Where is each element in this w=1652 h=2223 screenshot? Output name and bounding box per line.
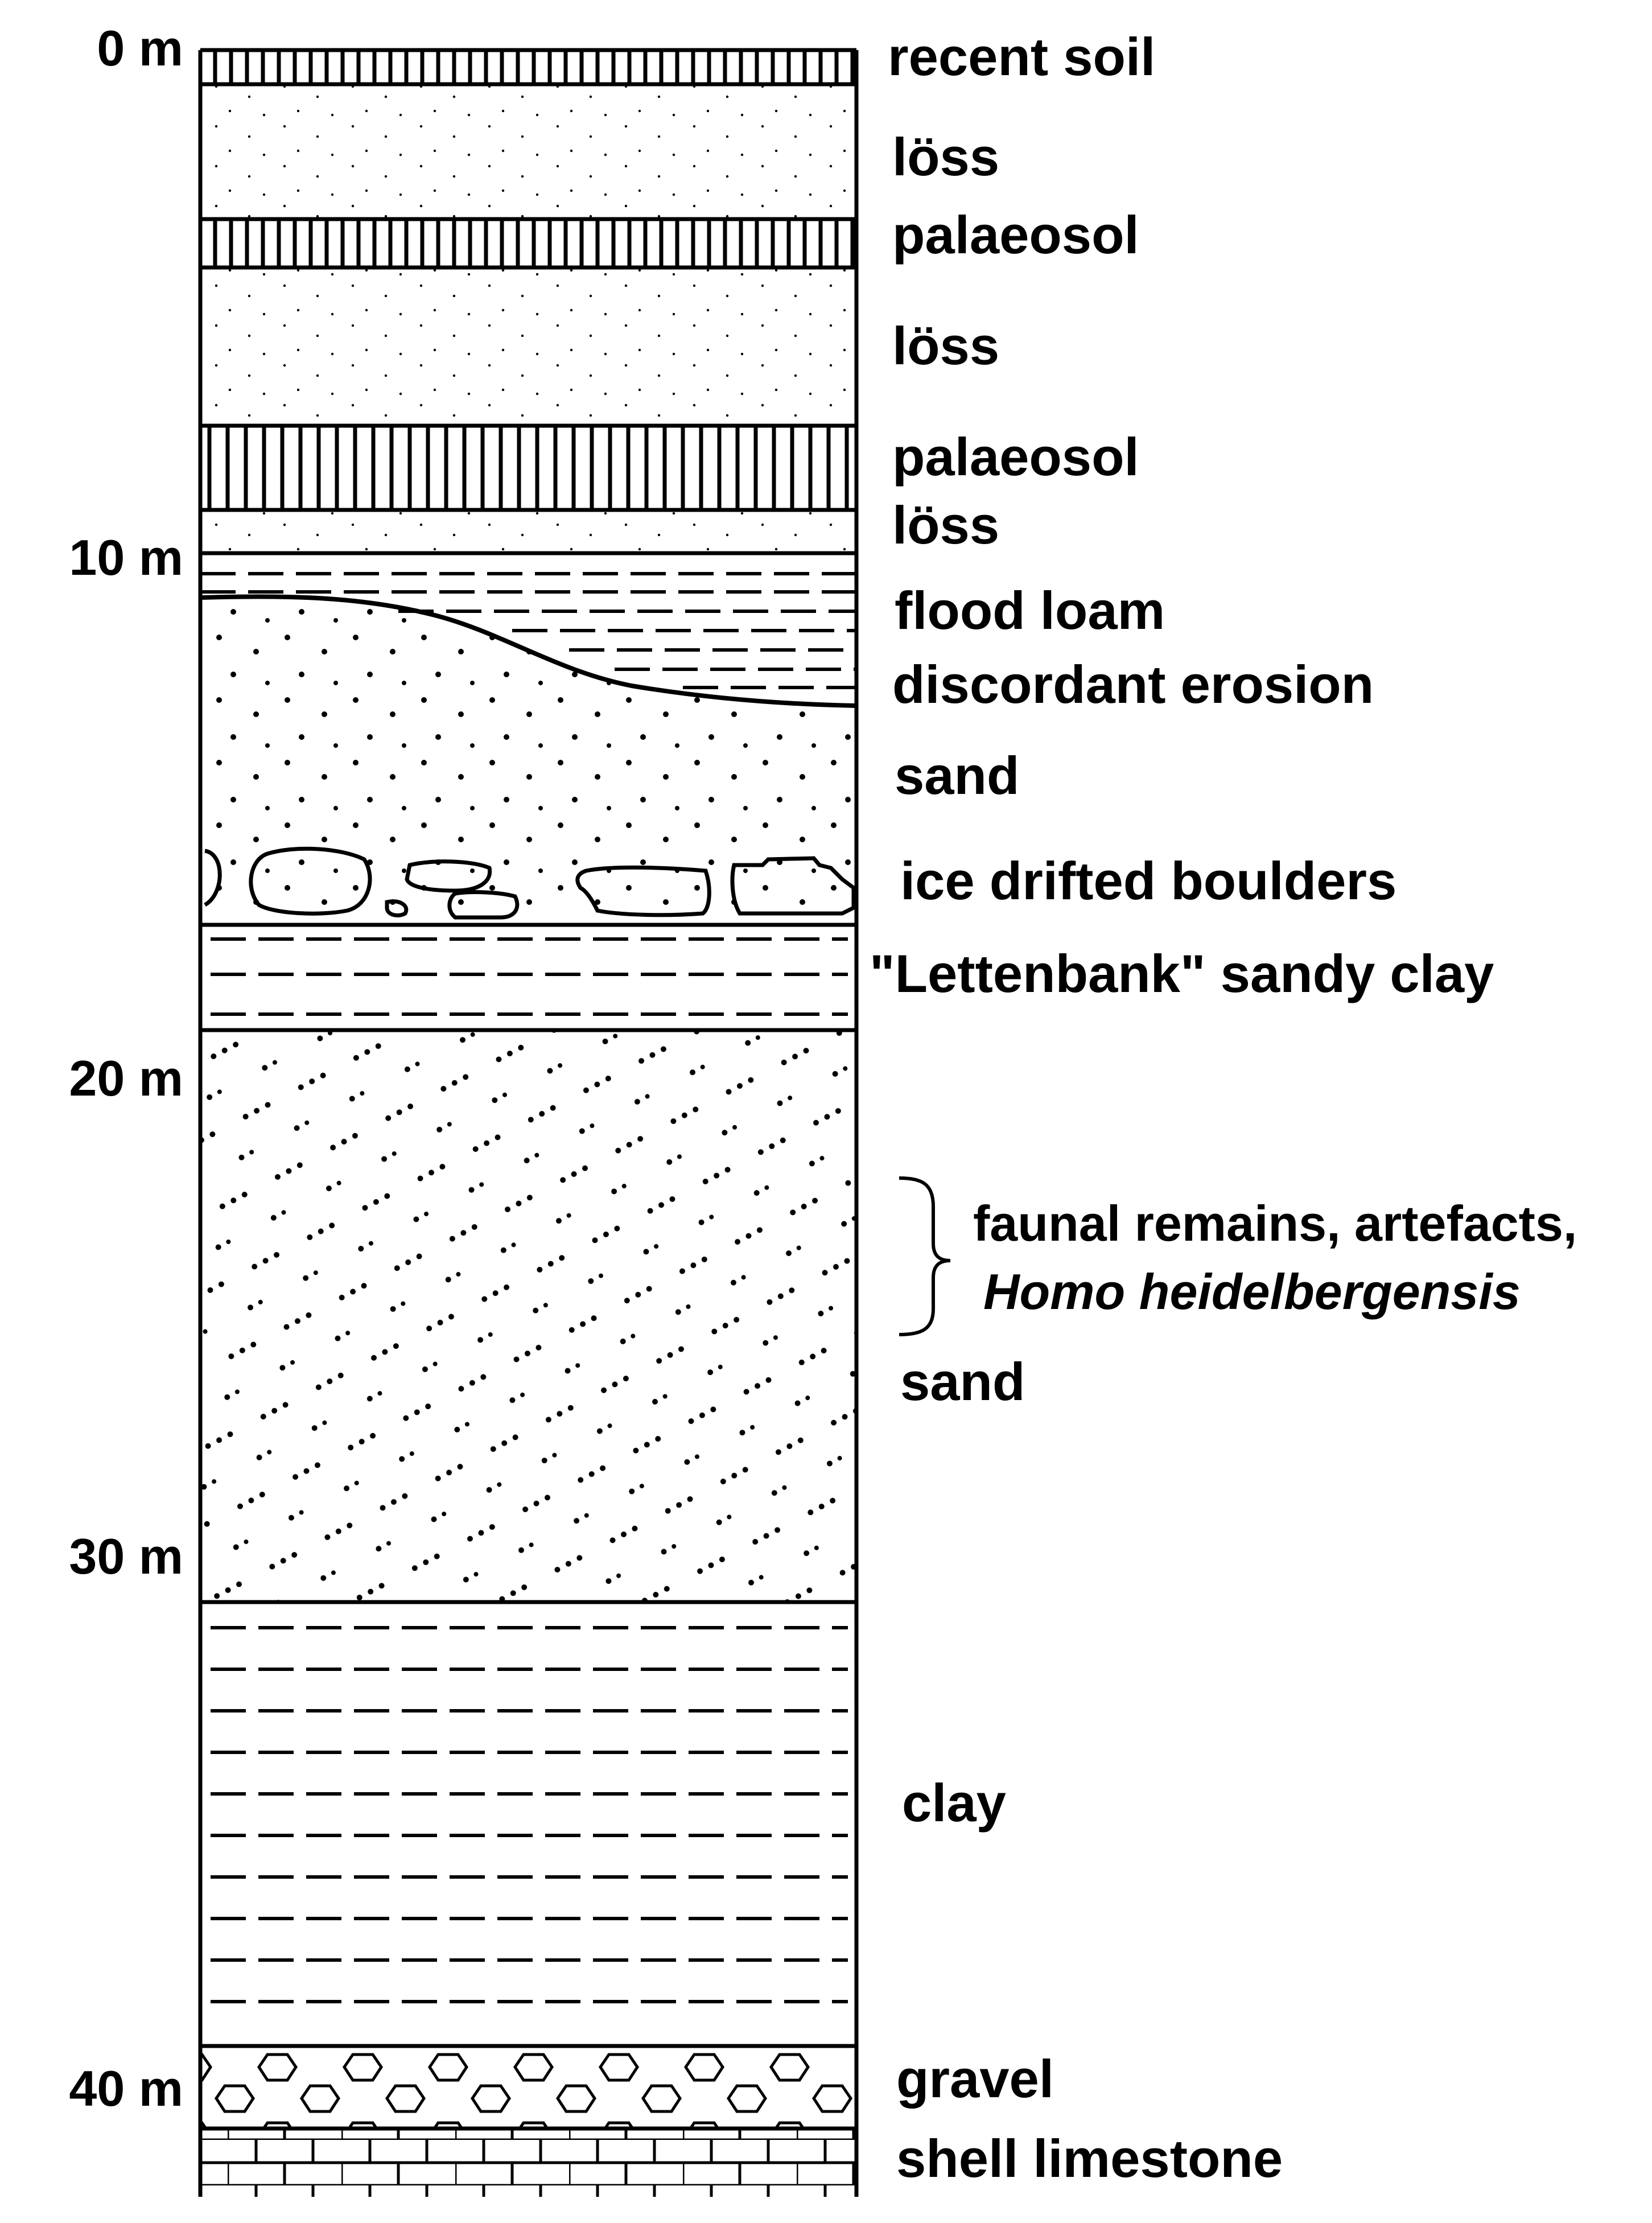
depth-label: 30 m	[69, 1528, 183, 1584]
boulder-shape-3	[447, 890, 520, 920]
special-features	[204, 846, 951, 1336]
layer-fill-sand-lower	[200, 1030, 856, 1602]
annotation-brace	[899, 1176, 951, 1336]
annotation-line-1: faunal remains, artefacts,	[973, 1195, 1577, 1252]
boulder-shape-4	[385, 899, 409, 917]
layer-label: ice drifted boulders	[900, 851, 1396, 911]
layer-label: recent soil	[888, 27, 1155, 87]
boulder-shape-6	[730, 856, 856, 916]
layer-fill-recent-soil	[200, 50, 856, 84]
layer-boundaries	[198, 48, 859, 2197]
layer-fill-palaeosol-1	[200, 219, 856, 267]
layer-label: palaeosol	[892, 427, 1139, 487]
layer-label: löss	[892, 127, 999, 187]
layer-label: flood loam	[895, 581, 1165, 640]
layer-label: sand	[900, 1352, 1025, 1411]
layer-label: gravel	[896, 2049, 1054, 2109]
layer-fill-palaeosol-2	[200, 426, 856, 510]
boulder-shape-5	[575, 865, 711, 917]
layer-label: palaeosol	[892, 205, 1139, 265]
annotation-line-2: Homo heidelbergensis	[983, 1263, 1521, 1320]
clay-dash-lines	[200, 572, 856, 2003]
layer-label: löss	[892, 495, 999, 555]
layer-fill-gravel	[200, 2046, 856, 2129]
layer-label: shell limestone	[896, 2129, 1283, 2188]
layer-fill-loss-3	[200, 510, 856, 553]
layer-label: "Lettenbank" sandy clay	[870, 944, 1494, 1003]
layer-label: sand	[895, 746, 1019, 805]
boulder-shape-0	[204, 849, 222, 907]
layer-fills	[200, 50, 856, 2197]
layer-fill-shell-limestone	[200, 2129, 856, 2197]
boulder-shape-2	[405, 859, 492, 893]
boulder-shape-1	[249, 846, 372, 916]
depth-label: 0 m	[97, 20, 183, 76]
layer-label: clay	[902, 1773, 1006, 1833]
layer-fill-loss-2	[200, 267, 856, 426]
depth-label: 10 m	[69, 529, 183, 586]
labels: 0 m 10 m 20 m 30 m 40 m recent soil löss palaeo…	[69, 20, 1577, 2188]
layer-label: löss	[892, 316, 999, 376]
depth-label: 20 m	[69, 1050, 183, 1106]
depth-label: 40 m	[69, 2060, 183, 2117]
layer-label: discordant erosion	[892, 654, 1374, 714]
layer-fill-loss-1	[200, 84, 856, 219]
discordant-erosion-curve	[200, 594, 857, 708]
